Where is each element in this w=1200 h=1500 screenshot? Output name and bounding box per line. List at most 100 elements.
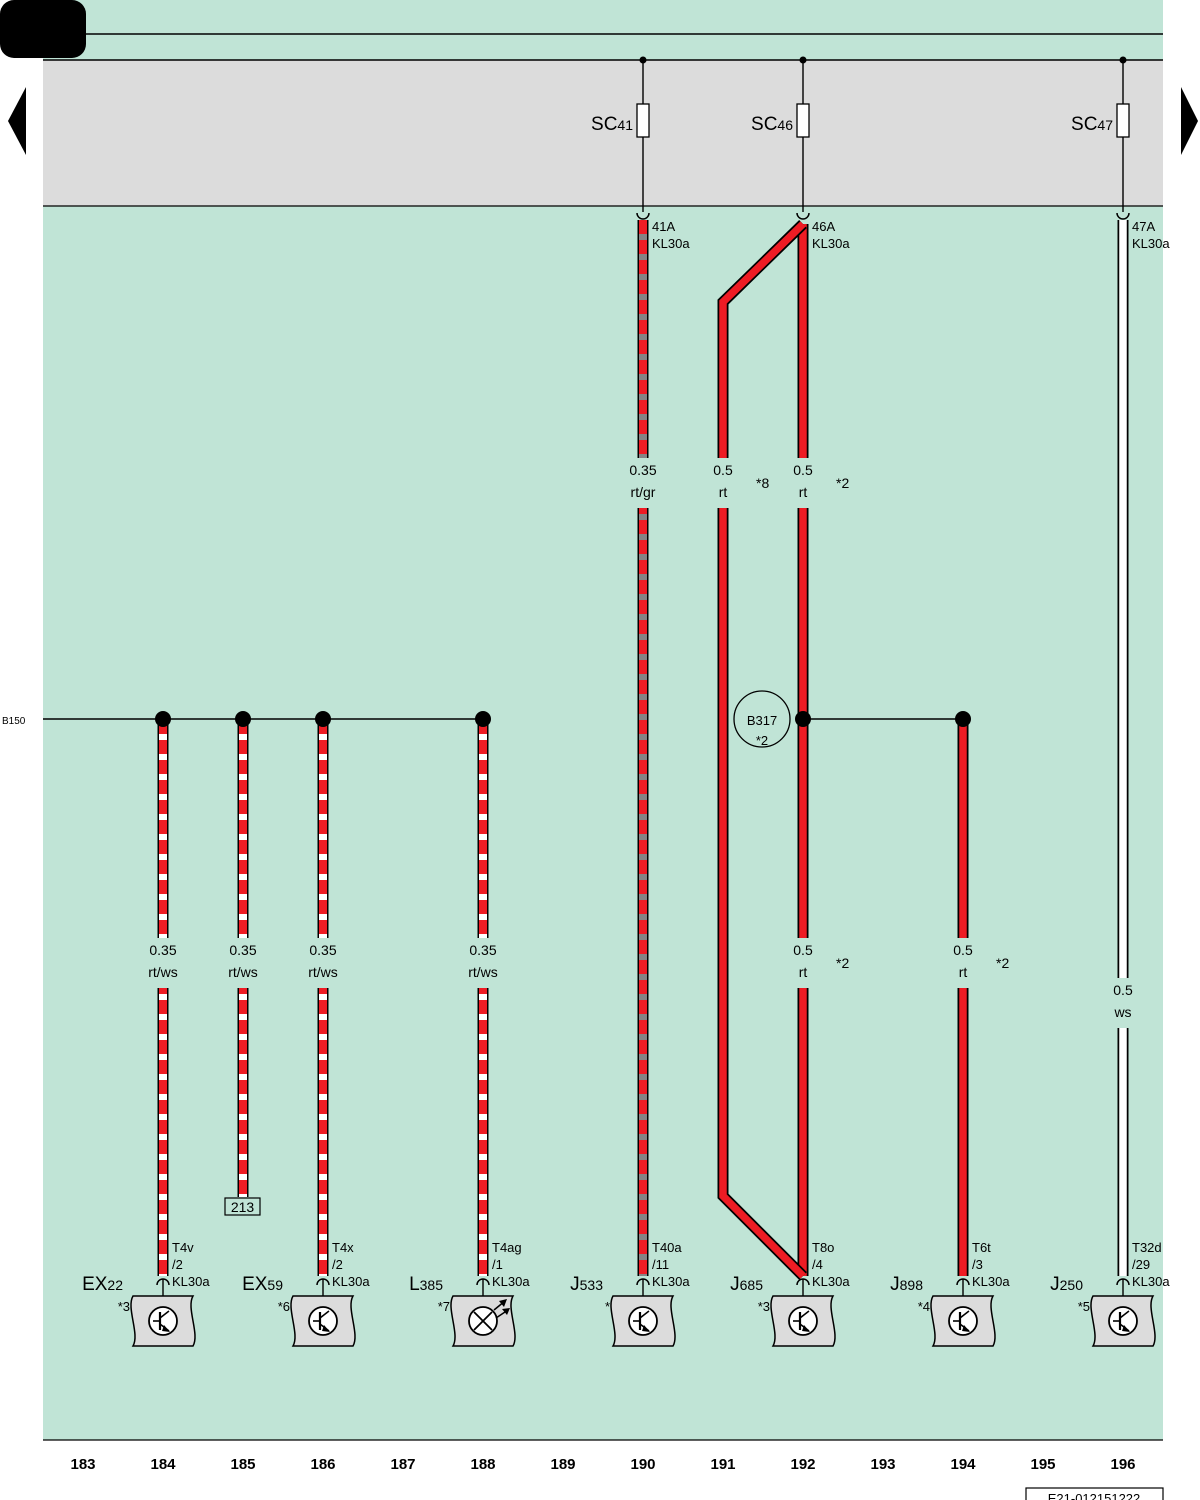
column-number: 183 <box>70 1456 95 1473</box>
footer-code: E21-012151222 <box>1048 1491 1141 1500</box>
connector-terminal-label: KL30a <box>972 1274 1010 1289</box>
connector-terminal-label: KL30a <box>332 1274 370 1289</box>
splice-note: *2 <box>756 733 768 748</box>
wire-color-label: rt/ws <box>308 964 338 980</box>
wire-label-gap <box>621 458 665 508</box>
junction-dot <box>475 711 491 727</box>
connector-pin-label: /3 <box>972 1257 983 1272</box>
fuse-icon <box>796 103 810 138</box>
component-symbol-ring <box>948 1306 978 1336</box>
component-label-number: 685 <box>740 1277 764 1293</box>
component-note: *7 <box>438 1299 450 1314</box>
wire-size-label: 0.35 <box>149 942 176 958</box>
connector-terminal-label: KL30a <box>812 1274 850 1289</box>
transistor-icon <box>633 1310 650 1332</box>
fuse-label-number: 41 <box>617 117 633 133</box>
wire-186 <box>319 722 327 1276</box>
wire-size-label: 0.5 <box>1113 982 1133 998</box>
fuse-pin-label: 46A <box>812 219 835 234</box>
junction-dot <box>795 711 811 727</box>
wire-190 <box>639 220 647 1276</box>
wire-size-label: 0.5 <box>793 942 813 958</box>
column-number: 196 <box>1110 1456 1135 1473</box>
fuse-terminal-label: KL30a <box>652 236 690 251</box>
column-number: 189 <box>550 1456 575 1473</box>
fuse-terminal-label: KL30a <box>812 236 850 251</box>
connector-plug-icon <box>796 212 810 220</box>
component-symbol-ring <box>308 1306 338 1336</box>
footer-code-box <box>1025 1487 1164 1500</box>
connector-label: T40a <box>652 1240 682 1255</box>
wire-note-label: *2 <box>996 955 1009 971</box>
junction-dot <box>315 711 331 727</box>
component-label: J250 <box>1050 1274 1083 1295</box>
wire-size-label: 0.35 <box>309 942 336 958</box>
column-number: 184 <box>150 1456 176 1473</box>
wire-size-label: 0.5 <box>793 462 813 478</box>
wire-size-label: 0.5 <box>713 462 733 478</box>
fuse-label: SC41 <box>591 114 633 135</box>
connector-pin-label: /1 <box>492 1257 503 1272</box>
connector-plug-icon <box>1116 212 1130 220</box>
wire-color-label: rt <box>799 964 808 980</box>
fuse-label: SC46 <box>751 114 793 135</box>
wire-color-label: rt <box>719 484 728 500</box>
fuse-band <box>43 60 1163 206</box>
component-symbol-ring <box>788 1306 818 1336</box>
connector-terminal-label: KL30a <box>652 1274 690 1289</box>
wire-color-label: rt/ws <box>228 964 258 980</box>
component-symbol-ring <box>628 1306 658 1336</box>
wire-note-label: *2 <box>836 475 849 491</box>
fuse-label-number: 46 <box>777 117 793 133</box>
component-label-number: 59 <box>267 1277 283 1293</box>
transistor-icon <box>953 1310 970 1332</box>
component-note: *5 <box>1078 1299 1090 1314</box>
wire-color-label: rt <box>959 964 968 980</box>
connector-label: T4ag <box>492 1240 522 1255</box>
splice-circle <box>733 690 791 748</box>
component-symbol-ring <box>1108 1306 1138 1336</box>
fuse-icon <box>636 103 650 138</box>
wire-label-gap <box>141 938 185 988</box>
column-number: 186 <box>310 1456 335 1473</box>
connector-pin-label: /4 <box>812 1257 823 1272</box>
reference-box-label: 213 <box>231 1199 255 1215</box>
connector-label: T8o <box>812 1240 834 1255</box>
component-label: J533 <box>570 1274 603 1295</box>
wire-label-gap <box>781 458 825 508</box>
wire-color-label: rt/ws <box>148 964 178 980</box>
component-label: J898 <box>890 1274 923 1295</box>
triangle-right-icon[interactable] <box>1181 87 1198 155</box>
reference-box <box>224 1197 261 1216</box>
component-note: *6 <box>278 1299 290 1314</box>
wire-label-group: 0.35rt/ws0.35rt/ws0.35rt/ws0.35rt/ws0.35… <box>141 458 1145 1028</box>
wire-color-label: rt/gr <box>631 484 656 500</box>
wire-label-gap <box>781 938 825 988</box>
wire-color-label: rt <box>799 484 808 500</box>
component-label-number: 385 <box>420 1277 444 1293</box>
junction-dot <box>955 711 971 727</box>
lamp-icon <box>473 1299 510 1331</box>
component-label: J685 <box>730 1274 763 1295</box>
wire-size-label: 0.5 <box>953 942 973 958</box>
component-note: *4 <box>918 1299 930 1314</box>
column-number: 187 <box>390 1456 415 1473</box>
column-number: 193 <box>870 1456 895 1473</box>
wire-size-label: 0.35 <box>629 462 656 478</box>
transistor-icon <box>313 1310 330 1332</box>
transistor-icon <box>793 1310 810 1332</box>
component-group: T4v/2KL30aEX22*3T4x/2KL30aEX59*6T4ag/1KL… <box>82 1240 1170 1347</box>
column-number: 191 <box>710 1456 735 1473</box>
wire-color-label: ws <box>1113 1004 1131 1020</box>
fuse-label: SC47 <box>1071 114 1113 135</box>
wire-note-label: *2 <box>836 955 849 971</box>
wire-label-gap <box>701 458 745 508</box>
wire-label-gap <box>1101 978 1145 1028</box>
wire-191-loop <box>719 221 806 1279</box>
triangle-left-icon[interactable] <box>8 87 26 155</box>
